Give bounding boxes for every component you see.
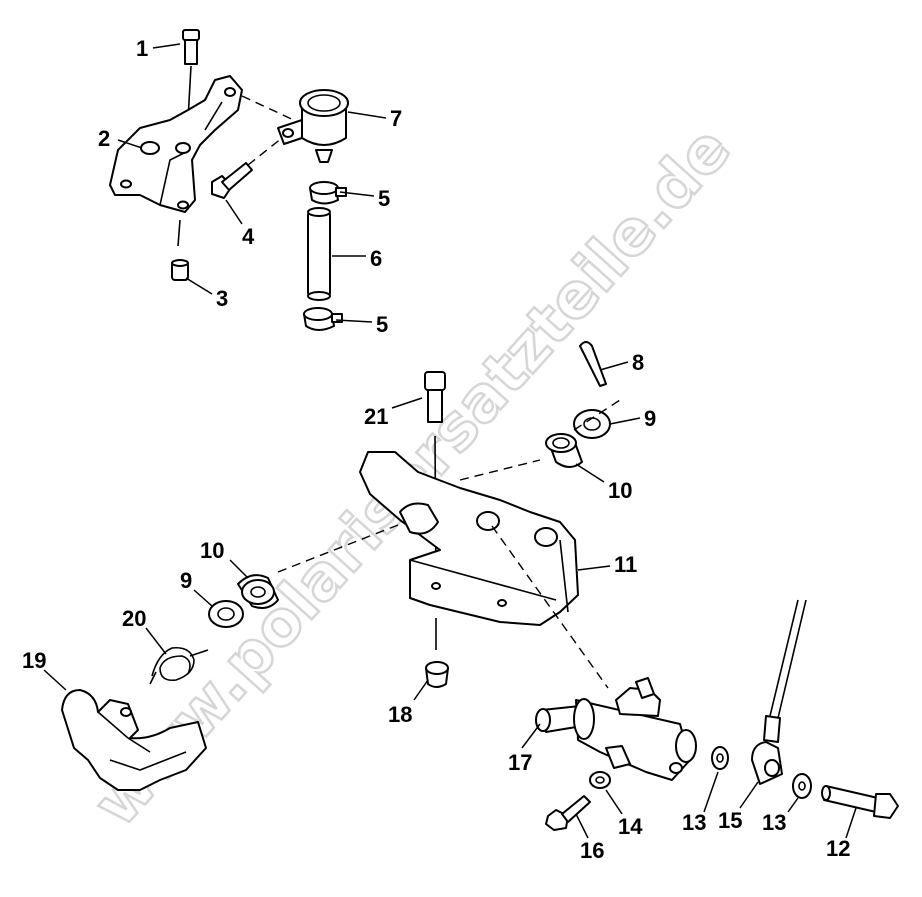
callout-10-left: 10 xyxy=(200,538,224,563)
part-16-bolt xyxy=(545,795,591,831)
callout-18: 18 xyxy=(388,702,412,727)
callout-5-upper: 5 xyxy=(378,186,390,211)
callout-15: 15 xyxy=(718,808,742,833)
part-8-cotter-pin xyxy=(579,341,607,387)
part-9-washer-left xyxy=(208,600,244,628)
part-5-clamp-lower xyxy=(303,307,343,331)
callout-20: 20 xyxy=(122,606,146,631)
part-14-washer xyxy=(589,771,611,789)
part-2-bracket xyxy=(109,75,243,247)
part-21-bolt xyxy=(424,371,446,587)
part-13-washer-left xyxy=(711,746,729,770)
callout-4: 4 xyxy=(242,224,255,249)
part-6-hose xyxy=(307,207,331,301)
part-19-brake-lever xyxy=(61,689,207,791)
callout-10-right: 10 xyxy=(608,478,632,503)
callout-16: 16 xyxy=(580,838,604,863)
callout-6: 6 xyxy=(370,246,382,271)
callout-17: 17 xyxy=(508,750,532,775)
callout-13-left: 13 xyxy=(682,810,706,835)
callout-11: 11 xyxy=(614,552,637,577)
callout-7: 7 xyxy=(390,106,402,131)
part-20-spring xyxy=(149,646,209,685)
part-11-bracket xyxy=(359,451,579,650)
callout-9-right: 9 xyxy=(644,406,656,431)
part-12-bolt xyxy=(821,785,899,819)
part-4-bolt xyxy=(211,162,253,199)
callout-9-left: 9 xyxy=(180,568,192,593)
callout-1: 1 xyxy=(136,36,148,61)
callout-2: 2 xyxy=(98,126,110,151)
callout-3: 3 xyxy=(216,286,228,311)
part-10-bushing-right xyxy=(545,433,583,468)
callout-13-right: 13 xyxy=(762,810,786,835)
part-15-rod-end xyxy=(751,599,807,785)
part-7-reservoir xyxy=(277,89,349,163)
part-17-pivot-shaft xyxy=(535,677,697,781)
part-13-washer-right xyxy=(792,773,812,799)
callout-19: 19 xyxy=(22,648,46,673)
part-9-washer-right xyxy=(573,409,611,439)
part-3-nut xyxy=(171,259,189,281)
callout-5-lower: 5 xyxy=(376,312,388,337)
callout-12: 12 xyxy=(826,836,850,861)
callout-14: 14 xyxy=(618,814,643,839)
callout-21: 21 xyxy=(364,404,388,429)
part-18-nut xyxy=(425,661,449,688)
callout-8: 8 xyxy=(632,350,644,375)
